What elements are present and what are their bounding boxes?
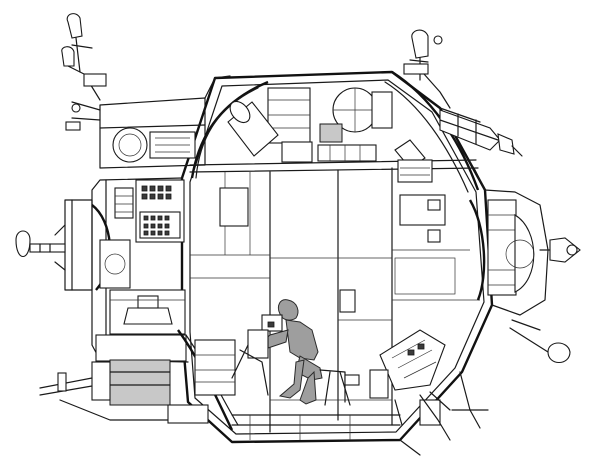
left-hatch bbox=[15, 199, 131, 291]
left-control-panel bbox=[114, 179, 185, 243]
top-equipment bbox=[227, 87, 433, 183]
lower-right-gear bbox=[399, 371, 489, 456]
top-left-antennas bbox=[61, 13, 107, 131]
right-console bbox=[369, 329, 451, 441]
lower-shell bbox=[177, 329, 441, 440]
right-hatch bbox=[468, 199, 581, 364]
top-right-antennas bbox=[403, 29, 523, 191]
astronaut-figure bbox=[231, 299, 360, 406]
control-buttons-lower bbox=[143, 215, 170, 236]
lower-left-equipment bbox=[39, 289, 209, 424]
control-buttons-upper bbox=[141, 185, 172, 200]
